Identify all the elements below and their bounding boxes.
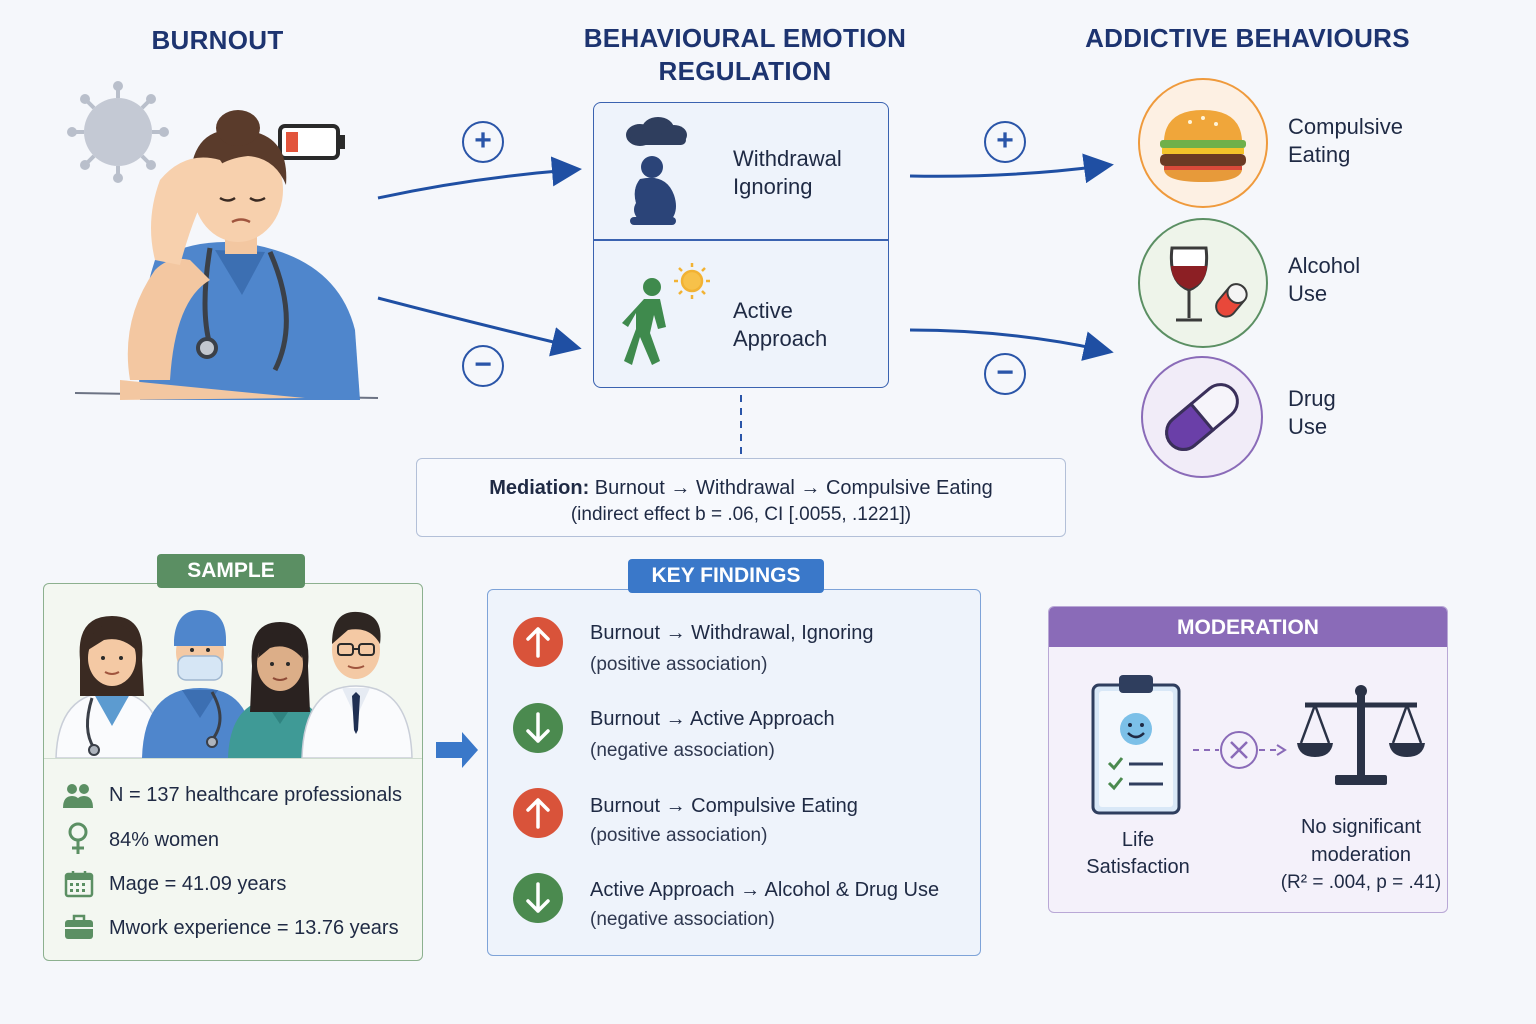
walking-person-sun-icon [622, 263, 710, 365]
people-icon [63, 784, 93, 808]
finding-item-2: Burnout → Active Approach (negative asso… [590, 706, 835, 764]
mediation-path-line: Mediation: Burnout → Withdrawal → Compul… [417, 475, 1065, 502]
sample-panel: N = 137 healthcare professionals 84% wom… [43, 583, 423, 961]
finding-sub: (negative association) [590, 740, 775, 761]
finding-sub: (positive association) [590, 825, 768, 846]
finding-main: Burnout → Withdrawal, Ignoring [590, 622, 874, 644]
drug-label-line2: Use [1288, 414, 1328, 439]
burnout-illustration [67, 81, 379, 400]
withdrawal-label-line1: Withdrawal [733, 146, 842, 171]
plus-sign-burnout-withdrawal: + [462, 121, 504, 163]
no-moderation-label: No significant moderation (R² = .004, p … [1271, 813, 1447, 897]
active-label-line2: Approach [733, 326, 828, 351]
sample-tag: SAMPLE [157, 554, 305, 588]
finding-main: Burnout → Active Approach [590, 708, 835, 730]
low-battery-icon [278, 124, 345, 160]
sample-row-experience: Mwork experience = 13.76 years [109, 917, 399, 939]
minus-sign-active-alcohol: − [984, 353, 1026, 395]
withdrawal-label-line2: Ignoring [733, 174, 813, 199]
finding-item-4: Active Approach → Alcohol & Drug Use (ne… [590, 877, 939, 933]
no-moderation-line2: moderation [1310, 844, 1412, 866]
no-moderation-line1: No significant [1300, 816, 1422, 838]
sun-icon [674, 263, 710, 299]
regulation-heading-line2: REGULATION [658, 56, 832, 86]
arrow-withdrawal-to-eating [909, 153, 1114, 184]
no-moderation-stats: (R² = .004, p = .41) [1280, 872, 1442, 893]
regulation-box: Withdrawal Ignoring Active Approach [593, 102, 889, 388]
calendar-icon [64, 871, 94, 898]
withdrawn-person-icon [626, 117, 687, 225]
mediation-label: Mediation: [489, 477, 590, 499]
clipboard-smiley-icon [1091, 675, 1181, 815]
burger-icon [1160, 110, 1246, 182]
finding-main: Burnout → Compulsive Eating [590, 795, 858, 817]
moderation-tag: MODERATION [1049, 607, 1447, 647]
finding-main: Active Approach → Alcohol & Drug Use [590, 879, 940, 901]
key-findings-tag: KEY FINDINGS [628, 559, 824, 593]
alcohol-label-line1: Alcohol [1288, 253, 1361, 278]
burnout-heading: BURNOUT [151, 25, 284, 55]
arrow-burnout-to-active [377, 296, 582, 357]
mediation-effect: (indirect effect b = .06, CI [.0055, .12… [570, 504, 912, 525]
finding-sub: (positive association) [590, 654, 768, 675]
minus-sign-burnout-active: − [462, 345, 504, 387]
compulsive-eating-circle [1138, 78, 1268, 208]
active-label-line1: Active [733, 298, 793, 323]
compulsive-eating-label: Compulsive Eating [1288, 113, 1403, 169]
female-symbol-icon [68, 822, 88, 854]
sample-row-age: Mage = 41.09 years [109, 873, 287, 895]
wine-glass-pill-icon [1169, 246, 1248, 322]
withdrawal-label: Withdrawal Ignoring [733, 145, 842, 201]
regulation-heading-line1: BEHAVIOURAL EMOTION [583, 23, 907, 53]
alcohol-use-label: Alcohol Use [1288, 252, 1360, 308]
arrow-up-icon [513, 788, 563, 838]
mediation-box: Mediation: Burnout → Withdrawal → Compul… [416, 458, 1066, 537]
briefcase-icon [65, 914, 93, 939]
alcohol-use-circle [1138, 218, 1268, 348]
addictive-heading: ADDICTIVE BEHAVIOURS [1085, 23, 1410, 53]
plus-sign-withdrawal-eating: + [984, 121, 1026, 163]
moderation-panel: MODERATION Life [1048, 606, 1448, 913]
finding-sub: (negative association) [590, 909, 775, 930]
arrow-burnout-to-withdrawal [377, 156, 582, 200]
sample-row-women: 84% women [109, 829, 220, 851]
balance-scale-icon [1297, 685, 1425, 785]
virus-icon [67, 81, 169, 183]
mediation-path: Burnout → Withdrawal → Compulsive Eating [594, 477, 993, 499]
arrow-down-icon [513, 703, 563, 753]
drug-label-line1: Drug [1288, 386, 1336, 411]
key-findings-panel: Burnout → Withdrawal, Ignoring (positive… [487, 589, 981, 956]
eating-label-line2: Eating [1288, 142, 1351, 167]
regulation-heading: BEHAVIOURAL EMOTION REGULATION [560, 22, 930, 88]
finding-item-1: Burnout → Withdrawal, Ignoring (positive… [590, 620, 873, 678]
drug-use-circle [1141, 356, 1263, 478]
finding-item-3: Burnout → Compulsive Eating (positive as… [590, 793, 858, 849]
drug-use-label: Drug Use [1288, 385, 1336, 441]
active-approach-label: Active Approach [733, 297, 827, 353]
no-interaction-connector [1193, 731, 1287, 769]
life-label-line1: Life [1121, 829, 1155, 851]
arrow-up-icon [513, 617, 563, 667]
arrow-active-to-alcohol-drug [909, 328, 1114, 361]
arrow-sample-to-findings [436, 732, 478, 768]
eating-label-line1: Compulsive [1288, 114, 1403, 139]
life-label-line2: Satisfaction [1086, 856, 1190, 878]
capsule-icon [1165, 383, 1239, 451]
sample-row-n: N = 137 healthcare professionals [109, 784, 402, 806]
healthcare-team-illustration [55, 610, 413, 758]
alcohol-label-line2: Use [1288, 281, 1328, 306]
life-satisfaction-label: Life Satisfaction [1073, 827, 1203, 881]
arrow-down-icon [513, 873, 563, 923]
